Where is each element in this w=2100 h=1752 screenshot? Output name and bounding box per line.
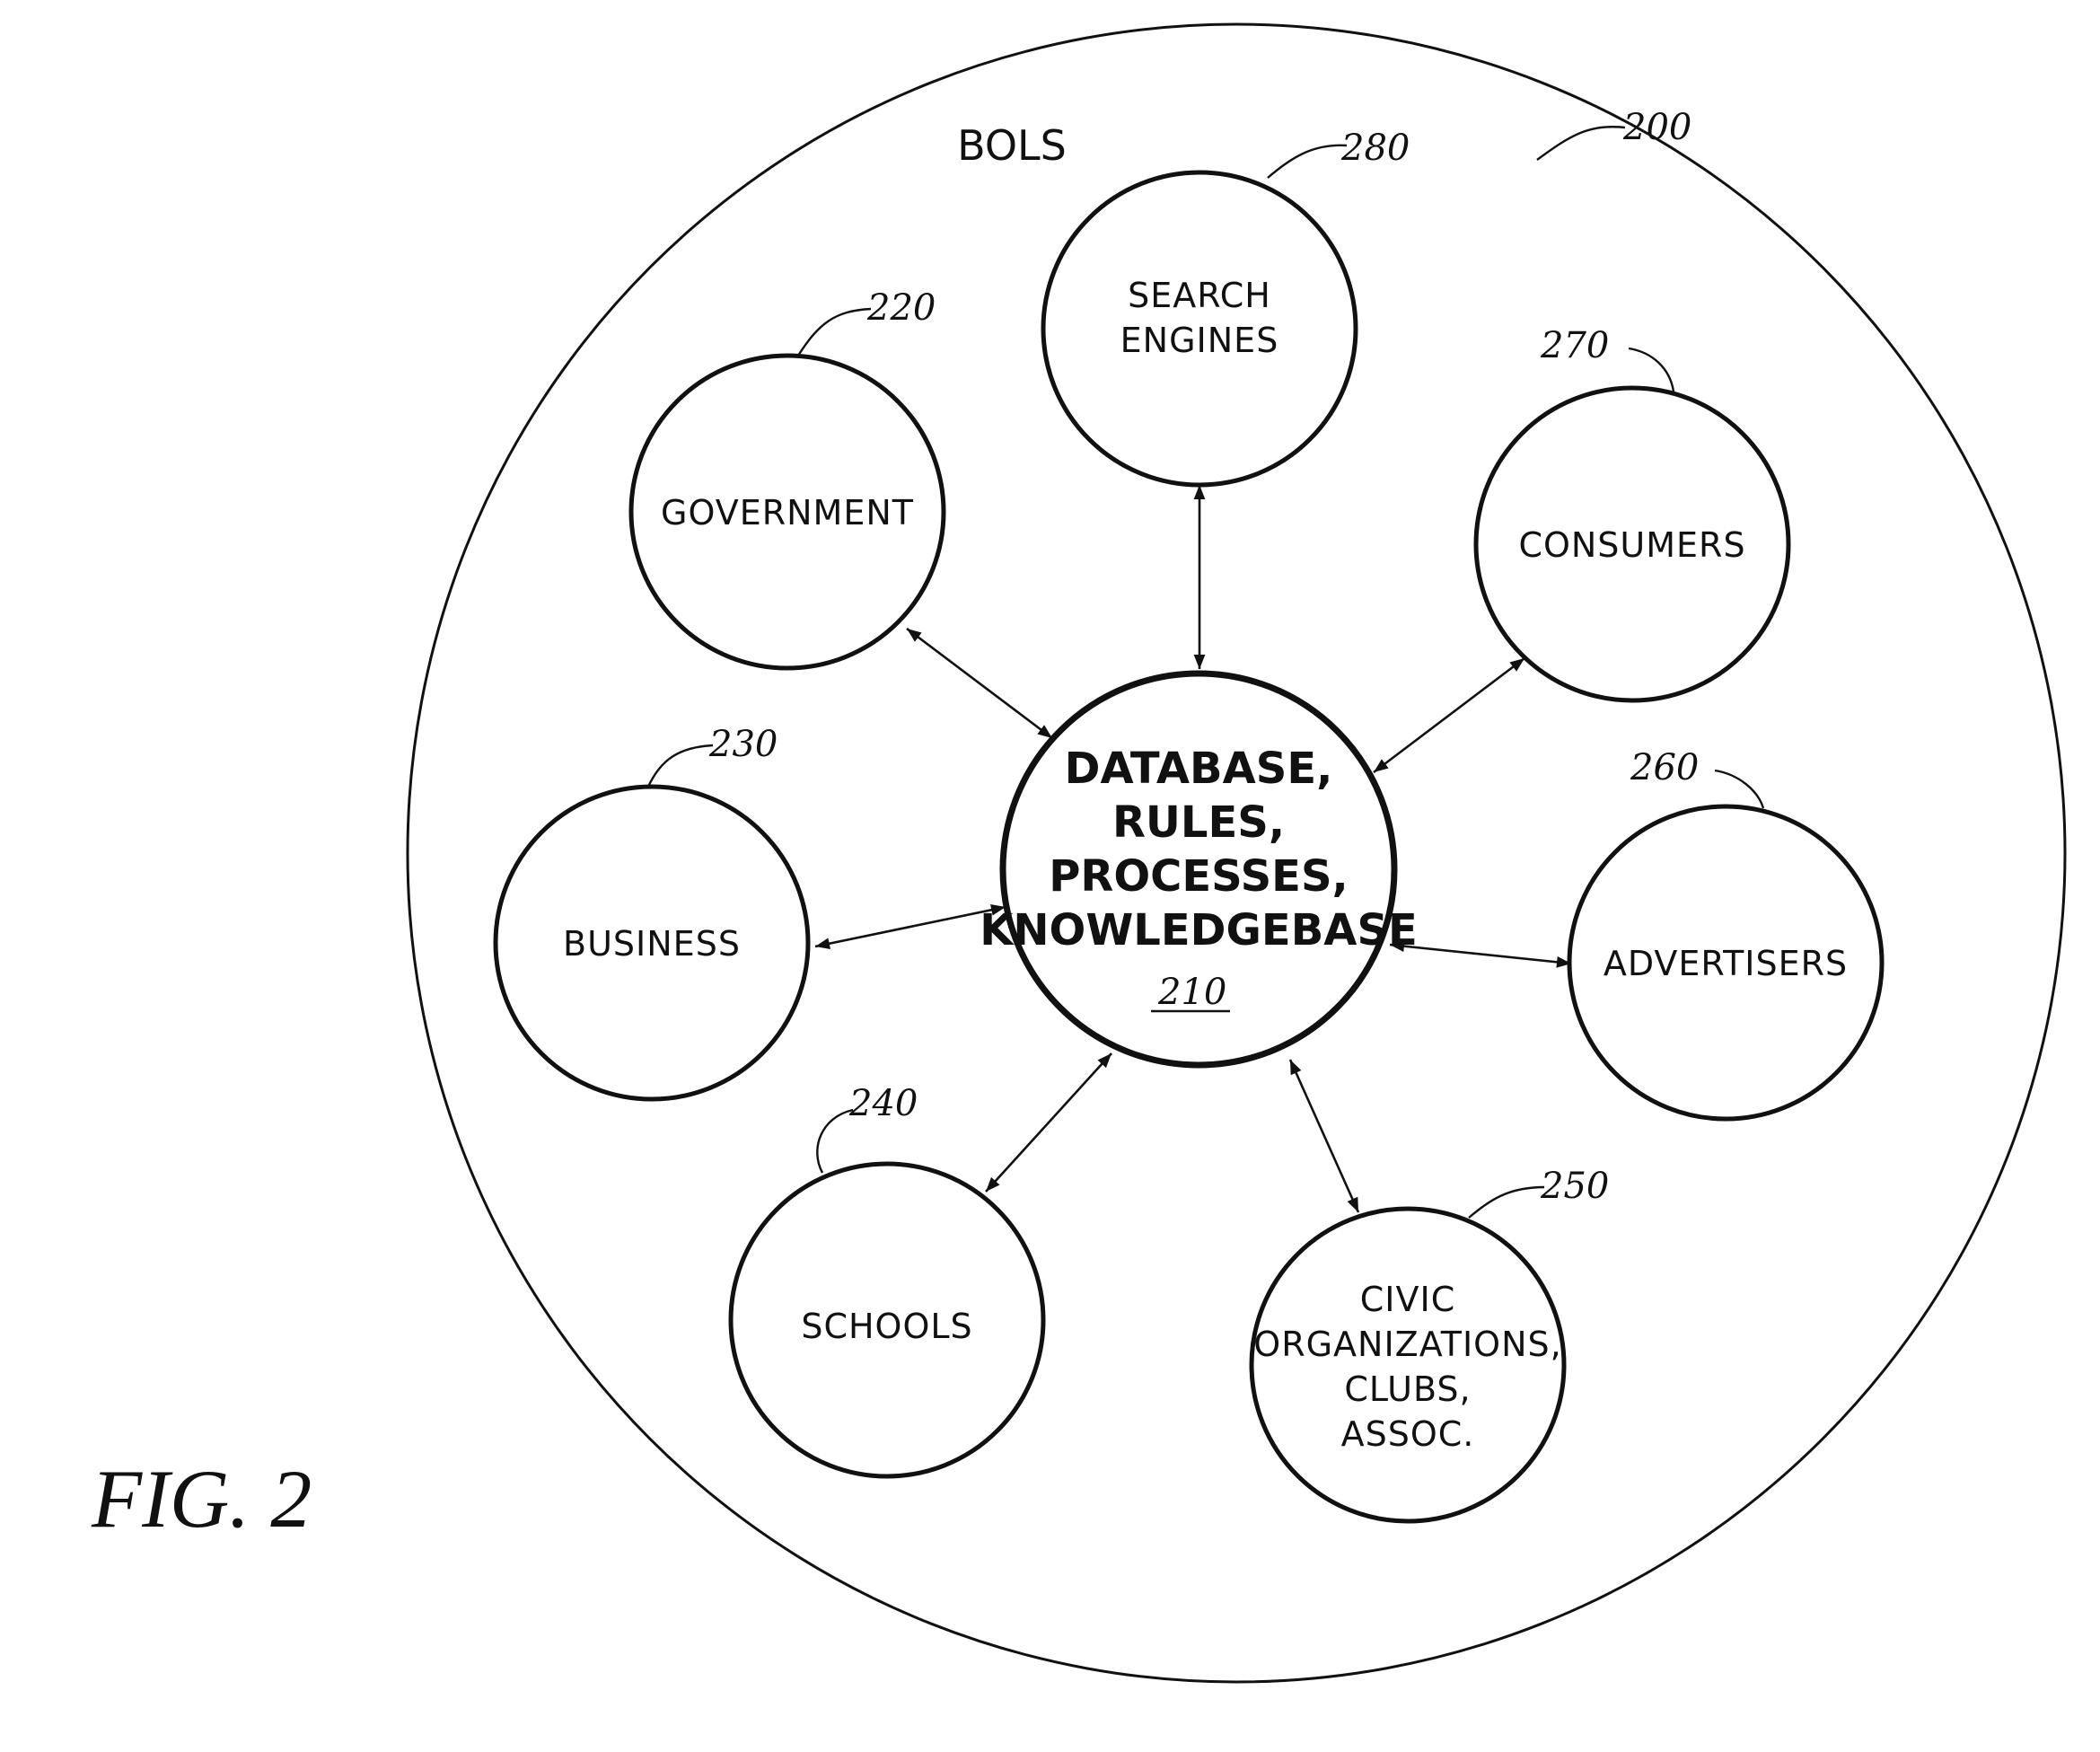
civic-organizations-line-4: ASSOC. <box>1341 1414 1475 1454</box>
center-line-2: RULES, <box>1112 797 1285 848</box>
civic-organizations-circle <box>1252 1209 1564 1521</box>
node-schools: SCHOOLS 240 <box>731 1083 1043 1476</box>
civic-organizations-line-1: CIVIC <box>1360 1280 1455 1319</box>
search-engines-line-1: SEARCH <box>1128 276 1271 315</box>
government-line-1: GOVERNMENT <box>661 493 914 533</box>
connector-government <box>907 629 1052 738</box>
node-civic-organizations: CIVIC ORGANIZATIONS, CLUBS, ASSOC. 250 <box>1252 1166 1609 1521</box>
center-line-4: KNOWLEDGEBASE <box>980 905 1418 955</box>
ref-220: 220 <box>866 287 936 329</box>
ref-250: 250 <box>1540 1166 1609 1207</box>
ref-280-leader <box>1268 145 1347 178</box>
connector-schools <box>986 1053 1112 1192</box>
ref-240: 240 <box>848 1083 918 1124</box>
ref-220-leader <box>798 309 871 356</box>
node-search-engines: SEARCH ENGINES 280 <box>1043 128 1410 485</box>
schools-line-1: SCHOOLS <box>801 1307 972 1346</box>
ref-230-leader <box>648 745 713 787</box>
civic-organizations-line-3: CLUBS, <box>1344 1369 1471 1409</box>
ref-230: 230 <box>708 724 778 765</box>
business-line-1: BUSINESS <box>563 924 741 964</box>
ref-260-leader <box>1715 770 1763 808</box>
search-engines-line-2: ENGINES <box>1120 321 1279 360</box>
connector-business <box>815 907 1006 946</box>
center-line-3: PROCESSES, <box>1049 851 1349 902</box>
ref-280: 280 <box>1340 128 1410 169</box>
ref-200: 200 <box>1622 107 1691 148</box>
ref-240-leader <box>817 1110 853 1173</box>
ref-200-leader <box>1537 127 1625 160</box>
advertisers-line-1: ADVERTISERS <box>1604 944 1848 983</box>
ref-250-leader <box>1469 1187 1544 1218</box>
node-advertisers: ADVERTISERS 260 <box>1569 747 1882 1119</box>
node-consumers: CONSUMERS 270 <box>1476 325 1788 700</box>
consumers-line-1: CONSUMERS <box>1518 525 1745 565</box>
ref-260: 260 <box>1630 747 1699 788</box>
connector-civic-organizations <box>1290 1060 1358 1212</box>
figure-label: FIG. 2 <box>91 1453 312 1545</box>
center-line-1: DATABASE, <box>1065 744 1333 794</box>
node-business: BUSINESS 230 <box>496 724 808 1099</box>
node-government: GOVERNMENT 220 <box>631 287 944 668</box>
ref-270: 270 <box>1540 325 1609 366</box>
bols-label: BOLS <box>957 121 1067 170</box>
ref-210: 210 <box>1157 972 1226 1013</box>
civic-organizations-line-2: ORGANIZATIONS, <box>1253 1325 1561 1364</box>
ref-270-leader <box>1629 348 1674 392</box>
connector-consumers <box>1374 658 1524 772</box>
